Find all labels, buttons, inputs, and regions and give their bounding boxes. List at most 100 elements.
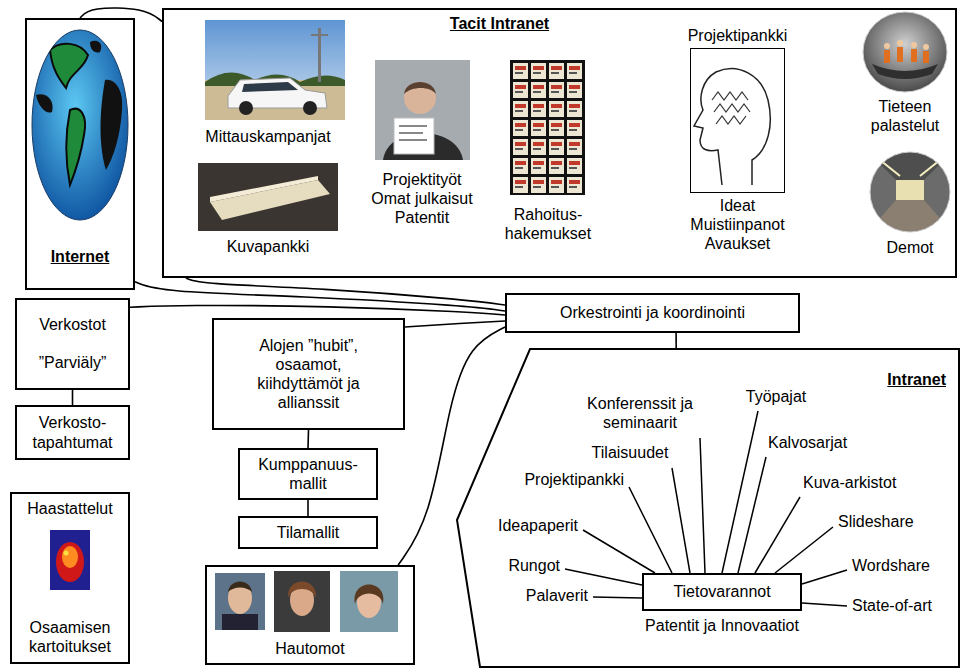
tunnel-opening (896, 180, 924, 200)
globe-image (32, 30, 128, 220)
caption-text: Demot (886, 238, 933, 257)
thermal-photo (50, 530, 90, 590)
node-heading: Alojen ”hubit”, osaamot, kiihdyttämöt ja… (249, 336, 369, 413)
leader-line (775, 527, 833, 573)
node-heading: Projektipankki (688, 26, 788, 45)
figure-head (923, 44, 929, 50)
idea-sketch (716, 116, 746, 124)
caption-text: Mittauskampanjat (205, 127, 330, 146)
caption-text: State-of-art (852, 596, 932, 615)
caption-text: Projektipankki (524, 470, 624, 489)
node-heading: Verkosto-tapahtumat (21, 413, 124, 451)
process-box: Verkostot ”Parviäly” (15, 298, 130, 390)
oval-rim (863, 12, 947, 92)
caption-text: Ideapaperit (498, 516, 578, 535)
connector-line (72, 390, 74, 405)
process-box: Internet (25, 18, 135, 290)
node-text: ”Parviäly” (39, 353, 107, 372)
caption-text: Kalvosarjat (768, 433, 847, 452)
card-grid (512, 62, 584, 195)
figure-shape (884, 50, 890, 63)
leader-line (802, 570, 847, 584)
oval-photo (863, 12, 947, 92)
oval-rim (870, 152, 950, 232)
leader-line (700, 438, 705, 573)
caption-text: Konferenssit ja seminaarit (575, 394, 705, 432)
connector-line (675, 333, 677, 348)
node-text: Osaamisen kartoitukset (16, 618, 124, 656)
process-box: Kumppanuus-mallit (238, 448, 378, 500)
caption-text: Patentit ja Innovaatiot (645, 616, 799, 635)
caption-text: Tieteen palastelut (860, 97, 950, 135)
caption-text: Työpajat (746, 387, 806, 406)
node-heading: Verkostot (39, 315, 106, 334)
photo-background (205, 20, 345, 120)
node-heading: Tilamallit (277, 523, 340, 542)
leader-line (722, 411, 758, 573)
connector-line (307, 430, 309, 448)
figure-shape (911, 49, 917, 62)
node-heading: Haastattelut (27, 499, 112, 518)
leader-line (672, 468, 690, 573)
caption-text: Rahoitus-hakemukset (498, 205, 598, 243)
head-outline (694, 69, 770, 185)
caption-text: Slideshare (838, 512, 914, 531)
portrait-hair (355, 585, 384, 605)
process-box: Alojen ”hubit”, osaamot, kiihdyttämöt ja… (212, 318, 405, 430)
node-heading: Hautomot (275, 639, 344, 658)
car-wheel (239, 101, 253, 115)
caption-text: Tilaisuudet (592, 443, 669, 462)
paper-line (399, 132, 423, 134)
leader-lines (565, 411, 847, 606)
leader-line (583, 530, 655, 573)
portrait-body (222, 614, 258, 630)
box-shape (210, 176, 318, 202)
boat-shape (872, 64, 938, 79)
photo-mast (318, 28, 321, 82)
idea-sketch (714, 104, 750, 112)
photo-background (198, 163, 338, 231)
figure-head (897, 40, 903, 46)
thermal-face (62, 546, 78, 568)
globe-continents (36, 41, 122, 185)
photo-mast (311, 34, 328, 36)
node-heading: Orkestrointi ja koordinointi (560, 303, 745, 322)
leader-line (565, 569, 642, 585)
car-window (242, 82, 298, 92)
person-hair (404, 82, 436, 94)
connector-line (405, 321, 505, 327)
caption-text: Rungot (508, 556, 560, 575)
tunnel-ceiling (866, 150, 954, 180)
continent-shape (66, 109, 85, 185)
photo-background (375, 60, 470, 160)
person-head (404, 82, 436, 114)
leader-line (593, 597, 642, 598)
node-heading: Tietovarannot (673, 582, 770, 601)
connector-line (186, 278, 505, 305)
leader-line (738, 457, 766, 573)
connector-line (130, 305, 505, 315)
caption-text: Projektityöt Omat julkaisut Patentit (366, 170, 478, 228)
region-outline (457, 349, 959, 667)
portrait-hair (288, 582, 316, 599)
portrait-photo (274, 571, 330, 632)
process-box: Tietovarannot (642, 573, 802, 611)
photo-background (510, 60, 585, 195)
node-heading: Kumppanuus-mallit (248, 455, 368, 493)
connector-line (307, 500, 309, 516)
process-box: Hautomot (205, 565, 415, 665)
figure-shape (923, 51, 929, 63)
continent-shape (50, 44, 88, 88)
leader-line (802, 603, 847, 606)
continent-shape (101, 80, 123, 170)
continent-shape (36, 94, 53, 112)
oval-photo-content (866, 150, 954, 234)
caption-text: Kuva-arkistot (803, 473, 896, 492)
continent-shape (90, 41, 101, 53)
oval-photo-content (872, 40, 938, 79)
car-wheel (303, 101, 317, 115)
caption-text: Palaverit (526, 586, 588, 605)
